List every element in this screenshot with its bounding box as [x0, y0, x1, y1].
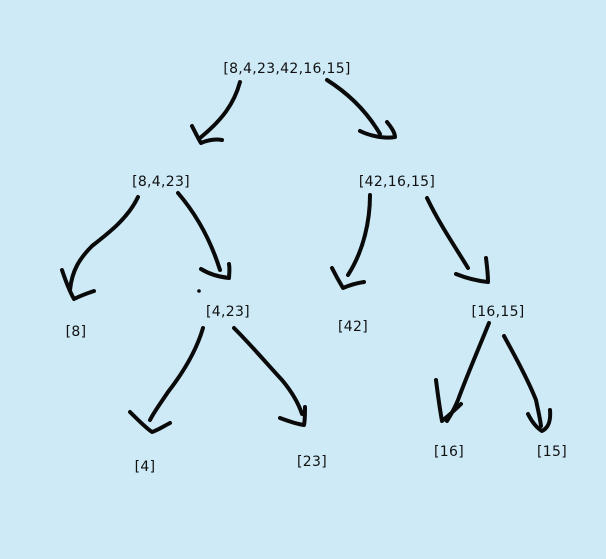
node-mid-16-15-label: [16,15] [471, 304, 524, 320]
node-mid-4-23-label: [4,23] [206, 304, 250, 320]
node-right-label: [42,16,15] [359, 174, 435, 190]
arrow-root-to-left [190, 80, 242, 145]
arrow-right-to-leaf-42 [330, 193, 372, 290]
arrow-mid-16-15-to-leaf-15 [502, 334, 553, 433]
node-leaf-23-label: [23] [297, 454, 327, 470]
arrow-root-to-right [325, 78, 397, 140]
arrow-mid-4-23-to-leaf-23 [232, 326, 307, 427]
ink-dot [197, 289, 201, 293]
node-leaf-8-label: [8] [66, 324, 87, 340]
node-leaf-4-label: [4] [135, 459, 156, 475]
arrow-right-to-mid-16-15 [425, 196, 490, 284]
arrow-mid-16-15-to-leaf-16 [434, 321, 491, 423]
arrow-left-to-mid-4-23 [176, 191, 232, 280]
node-root-label: [8,4,23,42,16,15] [223, 61, 350, 77]
nodes: [8,4,23,42,16,15] [8,4,23] [42,16,15] [8… [66, 61, 567, 475]
node-leaf-16-label: [16] [434, 444, 464, 460]
node-left-label: [8,4,23] [132, 174, 190, 190]
edges [60, 78, 553, 434]
arrow-left-to-leaf-8 [60, 195, 140, 301]
node-leaf-15-label: [15] [537, 444, 567, 460]
arrow-mid-4-23-to-leaf-4 [128, 326, 205, 434]
node-leaf-42-label: [42] [338, 319, 368, 335]
